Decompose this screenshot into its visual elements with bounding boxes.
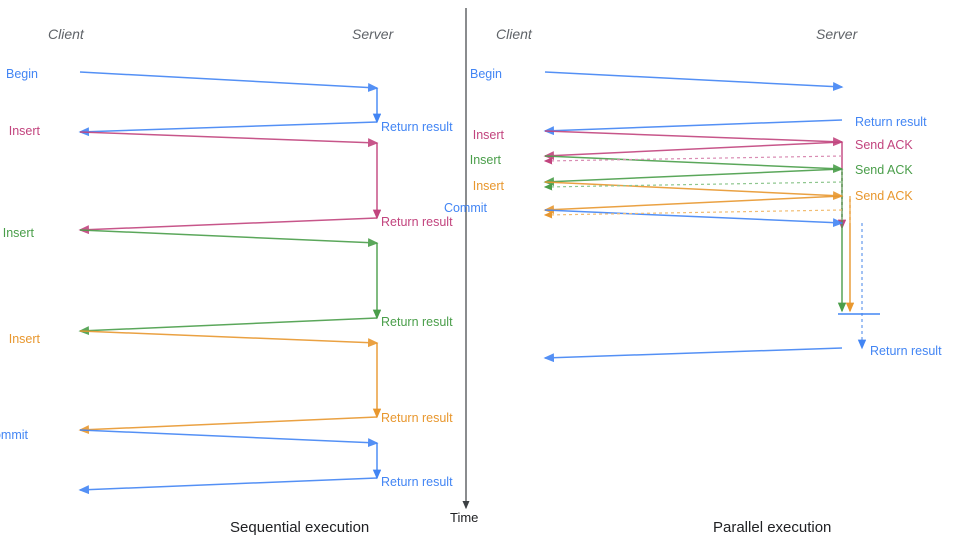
message-label-sequential-2: Insert [8,124,40,138]
message-arrow-parallel-6 [544,181,844,201]
message-arrow-sequential-9 [78,477,378,495]
role-label-server-parallel: Server [816,26,858,42]
message-label-sequential-9: Return result [381,475,453,489]
role-label-client-sequential: Client [48,26,84,42]
time-axis-label: Time [450,510,479,525]
message-arrow-parallel-0 [544,71,844,92]
message-label-parallel-6: Insert [472,179,504,193]
generated-diagram-layer [78,8,880,510]
message-label-sequential-6: Insert [8,332,40,346]
ack-return-parallel-2 [543,209,843,219]
message-arrow-sequential-0 [79,71,379,93]
message-arrow-sequential-3 [78,217,378,235]
panel-caption-sequential: Sequential execution [230,519,370,536]
message-label-sequential-3: Return result [381,215,453,229]
message-label-sequential-5: Return result [381,315,453,329]
message-arrow-parallel-8 [544,209,844,228]
message-label-parallel-4: Insert [469,153,501,167]
message-arrow-sequential-5 [78,317,378,336]
message-label-parallel-0: Begin [470,67,502,81]
message-label-parallel-7: Send ACK [855,189,913,203]
message-arrow-sequential-4 [79,229,379,248]
role-label-client-parallel: Client [496,26,532,42]
message-arrow-parallel-3 [543,141,843,161]
message-label-sequential-8: Commit [0,428,28,442]
ack-return-parallel-1 [543,181,843,191]
panel-caption-parallel: Parallel execution [713,519,832,536]
message-arrow-parallel-7 [543,195,843,215]
message-arrow-sequential-2 [79,131,379,148]
message-label-parallel-1: Return result [855,115,927,129]
ack-return-parallel-0 [543,155,843,165]
message-arrow-parallel-1 [543,119,843,136]
message-arrow-sequential-6 [79,330,379,348]
role-label-server-sequential: Server [352,26,394,42]
message-label-sequential-0: Begin [6,67,38,81]
message-arrow-parallel-9 [543,347,843,363]
message-label-sequential-1: Return result [381,120,453,134]
message-arrow-parallel-5 [543,168,843,187]
message-arrow-sequential-8 [79,429,379,448]
message-label-parallel-3: Send ACK [855,138,913,152]
message-arrow-parallel-2 [544,130,844,147]
message-label-sequential-4: Insert [2,226,34,240]
message-label-parallel-9: Return result [870,344,942,358]
message-arrow-sequential-7 [78,416,378,435]
message-arrow-parallel-4 [544,155,844,174]
message-label-parallel-5: Send ACK [855,163,913,177]
message-label-parallel-8: Commit [443,201,487,215]
message-arrow-sequential-1 [78,121,378,137]
message-label-parallel-2: Insert [472,128,504,142]
message-label-sequential-7: Return result [381,411,453,425]
